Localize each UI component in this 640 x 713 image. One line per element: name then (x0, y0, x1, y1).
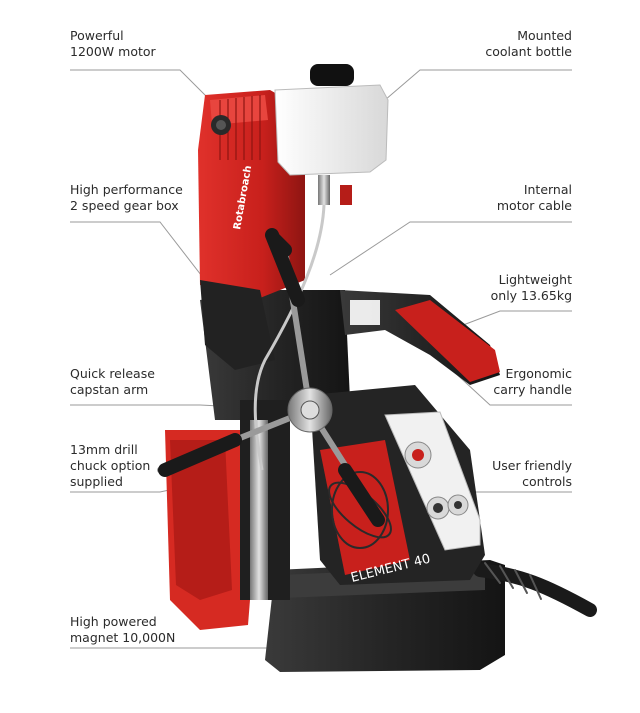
leader-weight (449, 310, 572, 331)
callout-capstan: Quick release capstan arm (70, 366, 155, 398)
capstan-arms (157, 228, 385, 527)
callout-cable: Internal motor cable (497, 182, 572, 214)
callout-magnet-line-1: High powered (70, 614, 157, 629)
callout-capstan-line-2: capstan arm (70, 382, 149, 397)
chip-guard (165, 430, 250, 630)
callout-motor-line-1: Powerful (70, 28, 124, 43)
callout-cable-line-2: motor cable (496, 198, 572, 213)
leader-cable (329, 221, 572, 276)
callout-chuck-line-3: supplied (70, 474, 123, 489)
callout-controls: User friendly controls (492, 458, 572, 490)
callout-chuck: 13mm drill chuck option supplied (70, 442, 150, 490)
callout-controls-line-2: controls (522, 474, 572, 489)
callout-controls-line-1: User friendly (492, 458, 572, 473)
callout-weight-line-2: only 13.65kg (490, 288, 572, 303)
callout-motor-line-2: 1200W motor (70, 44, 156, 59)
callout-weight-line-1: Lightweight (498, 272, 572, 287)
callout-magnet: High powered magnet 10,000N (70, 614, 175, 646)
callout-handle-line-2: carry handle (493, 382, 572, 397)
control-unit (310, 385, 485, 585)
callout-handle: Ergonomic carry handle (493, 366, 572, 398)
power-cable (473, 562, 597, 617)
callout-coolant-line-2: coolant bottle (485, 44, 572, 59)
callout-gearbox: High performance 2 speed gear box (70, 182, 183, 214)
callout-gearbox-line-1: High performance (70, 182, 183, 197)
coolant-bottle (274, 64, 389, 205)
callout-motor: Powerful 1200W motor (70, 28, 156, 60)
leader-handle (451, 369, 572, 406)
carry-handle (340, 290, 500, 385)
callout-cable-line-1: Internal (523, 182, 572, 197)
callout-coolant: Mounted coolant bottle (485, 28, 572, 60)
callout-handle-line-1: Ergonomic (505, 366, 573, 381)
leader-coolant (384, 69, 572, 101)
callout-chuck-line-1: 13mm drill (70, 442, 138, 457)
leader-motor (70, 69, 223, 113)
drill-column (200, 290, 350, 600)
callout-capstan-line-1: Quick release (70, 366, 155, 381)
callout-gearbox-line-2: 2 speed gear box (70, 198, 179, 213)
callout-weight: Lightweight only 13.65kg (491, 272, 572, 304)
callout-magnet-line-2: magnet 10,000N (70, 630, 176, 645)
callout-chuck-line-2: chuck option (70, 458, 151, 473)
callout-coolant-line-1: Mounted (517, 28, 572, 43)
